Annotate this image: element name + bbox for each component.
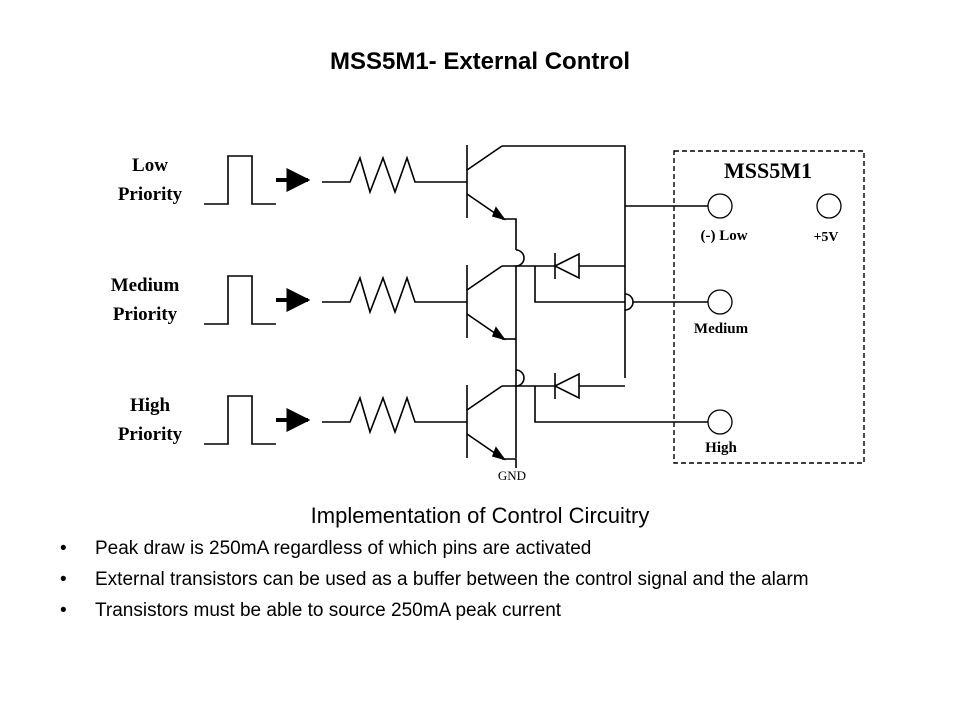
input-label-medium: Medium Priority: [111, 275, 180, 325]
pulse-waveform-icon: [204, 395, 276, 445]
input-label-high-line1: High: [130, 395, 171, 416]
resistor-icon: [322, 395, 467, 435]
pin-label-plus5v: +5V: [813, 230, 838, 245]
bullet-list: • Peak draw is 250mA regardless of which…: [60, 537, 920, 630]
module-title: MSS5M1: [724, 158, 812, 183]
bullet-icon: •: [60, 569, 67, 590]
npn-transistor-icon: [466, 385, 506, 461]
slide-title: MSS5M1- External Control: [329, 48, 631, 75]
pin-label-high: High: [705, 440, 737, 456]
diagram-caption: Implementation of Control Circuitry: [310, 503, 650, 528]
bullet-icon: •: [60, 600, 67, 621]
pulse-waveform-icon: [204, 155, 276, 205]
npn-transistor-icon: [466, 145, 506, 221]
input-label-low: Low Priority: [118, 155, 183, 205]
circuit-diagram: Low Priority Medium Priority High Priori…: [111, 145, 865, 483]
diode-icon: [553, 252, 580, 280]
input-label-high-line2: Priority: [118, 424, 183, 445]
input-label-high: High Priority: [118, 395, 183, 445]
module-box: [673, 150, 865, 464]
pin-low: [707, 193, 733, 219]
pin-medium: [707, 289, 733, 315]
bullet-item: • Transistors must be able to source 250…: [60, 599, 920, 622]
resistor-icon: [322, 155, 467, 195]
resistor-icon: [322, 275, 467, 315]
pin-label-low: (-) Low: [700, 228, 747, 244]
pin-plus5v: [816, 193, 842, 219]
bullet-icon: •: [60, 538, 67, 559]
bullet-text: External transistors can be used as a bu…: [95, 569, 809, 590]
npn-transistor-icon: [466, 265, 506, 341]
bullet-item: • External transistors can be used as a …: [60, 568, 920, 591]
pulse-waveform-icon: [204, 275, 276, 325]
bullet-text: Transistors must be able to source 250mA…: [95, 600, 562, 621]
input-label-low-line1: Low: [132, 155, 168, 176]
input-label-low-line2: Priority: [118, 184, 183, 205]
ground-label: GND: [498, 468, 526, 483]
pin-high: [707, 409, 733, 435]
input-label-medium-line2: Priority: [113, 304, 178, 325]
bullet-item: • Peak draw is 250mA regardless of which…: [60, 537, 920, 560]
bullet-text: Peak draw is 250mA regardless of which p…: [95, 538, 592, 559]
pin-label-medium: Medium: [694, 321, 749, 337]
input-label-medium-line1: Medium: [111, 275, 180, 296]
diode-icon: [553, 372, 580, 400]
